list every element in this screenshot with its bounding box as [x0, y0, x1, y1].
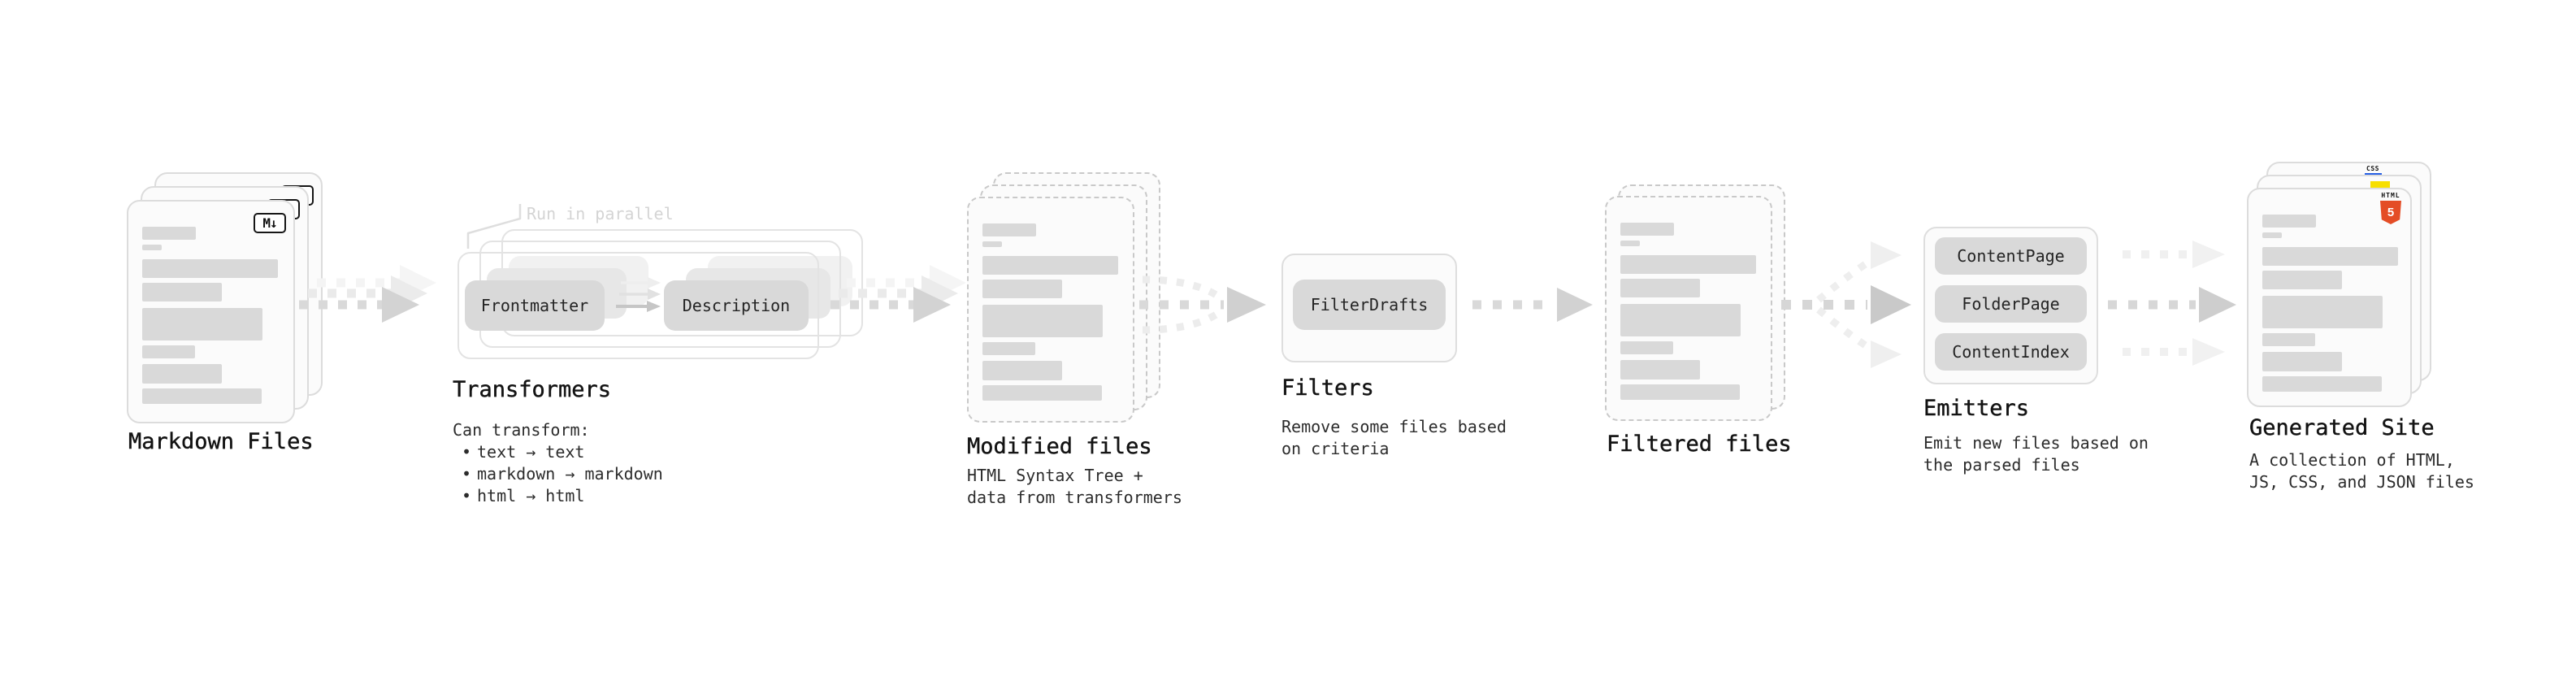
desc-line: JS, CSS, and JSON files [2249, 472, 2474, 492]
skeleton-text-bar [2262, 247, 2398, 266]
emitter-pill-folderpage: FolderPage [1935, 285, 2087, 323]
desc-line: HTML Syntax Tree + [967, 466, 1143, 485]
bullet-text: text → text [477, 442, 585, 462]
skeleton-text-bar [142, 283, 222, 301]
transformers-description: Can transform: • text → text • markdown … [453, 419, 663, 507]
html5-icon-number: 5 [2387, 206, 2395, 219]
skeleton-text-bar [982, 280, 1062, 298]
emitter-pill-contentpage: ContentPage [1935, 237, 2087, 275]
skeleton-text-bar [142, 364, 222, 384]
markdown-files-title: Markdown Files [128, 429, 314, 454]
skeleton-text-bar [982, 223, 1036, 236]
transformer-card-front [458, 252, 819, 359]
desc-line: Emit new files based on [1923, 433, 2149, 453]
desc-line: Remove some files based [1281, 417, 1507, 436]
generated-file-card-front: HTML 5 [2247, 188, 2412, 407]
modified-files-title: Modified files [967, 434, 1152, 459]
bullet-dot: • [462, 442, 472, 462]
html5-icon-shield: 5 [2380, 201, 2401, 224]
skeleton-text-bar [142, 345, 195, 358]
transformer-pill-frontmatter: Frontmatter [465, 280, 605, 331]
bullet-text: markdown → markdown [477, 464, 663, 484]
skeleton-text-bar [982, 361, 1062, 380]
bullet-dot: • [462, 486, 472, 505]
skeleton-text-bar [982, 385, 1102, 401]
skeleton-text-bar [982, 305, 1103, 337]
skeleton-text-bar [1620, 360, 1700, 380]
run-in-parallel-note: Run in parallel [527, 204, 674, 223]
desc-line: on criteria [1281, 439, 1390, 458]
skeleton-text-bar [1620, 304, 1741, 336]
arrow-emitters-to-generated [2108, 241, 2236, 366]
skeleton-text-bar [2262, 232, 2282, 238]
transformers-bullet-1: • text → text [453, 441, 663, 463]
skeleton-text-bar [982, 241, 1002, 247]
modified-files-description: HTML Syntax Tree + data from transformer… [967, 465, 1182, 509]
skeleton-text-bar [1620, 341, 1673, 354]
filter-pill-filterdrafts: FilterDrafts [1293, 280, 1446, 330]
skeleton-text-bar [1620, 384, 1740, 400]
desc-line: data from transformers [967, 488, 1182, 507]
markdown-icon: M↓ [254, 213, 286, 233]
filters-description: Remove some files based on criteria [1281, 416, 1507, 460]
skeleton-text-bar [2262, 376, 2382, 392]
emitters-title: Emitters [1923, 396, 2030, 421]
skeleton-text-bar [1620, 241, 1640, 246]
generated-site-description: A collection of HTML, JS, CSS, and JSON … [2249, 449, 2474, 493]
skeleton-text-bar [2262, 333, 2315, 346]
skeleton-text-bar [142, 259, 278, 278]
skeleton-text-bar [982, 256, 1118, 275]
transformers-desc-line: Can transform: [453, 420, 590, 440]
filtered-files-title: Filtered files [1607, 432, 1792, 457]
desc-line: the parsed files [1923, 455, 2080, 475]
skeleton-text-bar [982, 342, 1035, 355]
skeleton-text-bar [142, 245, 162, 250]
emitters-description: Emit new files based on the parsed files [1923, 432, 2149, 476]
transformers-bullet-3: • html → html [453, 485, 663, 507]
arrow-filters-to-filtered [1472, 288, 1593, 322]
skeleton-text-bar [1620, 255, 1756, 274]
skeleton-text-bar [1620, 223, 1674, 236]
skeleton-text-bar [142, 227, 196, 240]
bullet-dot: • [462, 464, 472, 484]
css-icon-label: CSS [2366, 165, 2379, 172]
transformers-bullet-2: • markdown → markdown [453, 463, 663, 485]
generated-site-title: Generated Site [2249, 415, 2435, 440]
markdown-file-card-front: M↓ [127, 200, 295, 423]
skeleton-text-bar [2262, 352, 2342, 371]
skeleton-text-bar [2262, 271, 2342, 289]
emitter-pill-contentindex: ContentIndex [1935, 333, 2087, 371]
desc-line: A collection of HTML, [2249, 450, 2455, 470]
transformers-title: Transformers [453, 377, 612, 402]
skeleton-text-bar [142, 388, 262, 404]
skeleton-text-bar [142, 308, 262, 340]
skeleton-text-bar [2262, 296, 2383, 328]
filtered-file-card-front [1605, 196, 1772, 421]
skeleton-text-bar [2262, 215, 2316, 228]
bullet-text: html → html [477, 486, 585, 505]
html5-icon-label: HTML [2381, 192, 2400, 199]
skeleton-text-bar [1620, 279, 1700, 297]
filters-title: Filters [1281, 375, 1374, 401]
html5-icon: HTML 5 [2379, 192, 2402, 224]
modified-file-card-front [967, 197, 1134, 423]
arrow-filtered-to-emitters-fanout [1781, 241, 1911, 368]
transformer-pill-description: Description [664, 280, 809, 331]
